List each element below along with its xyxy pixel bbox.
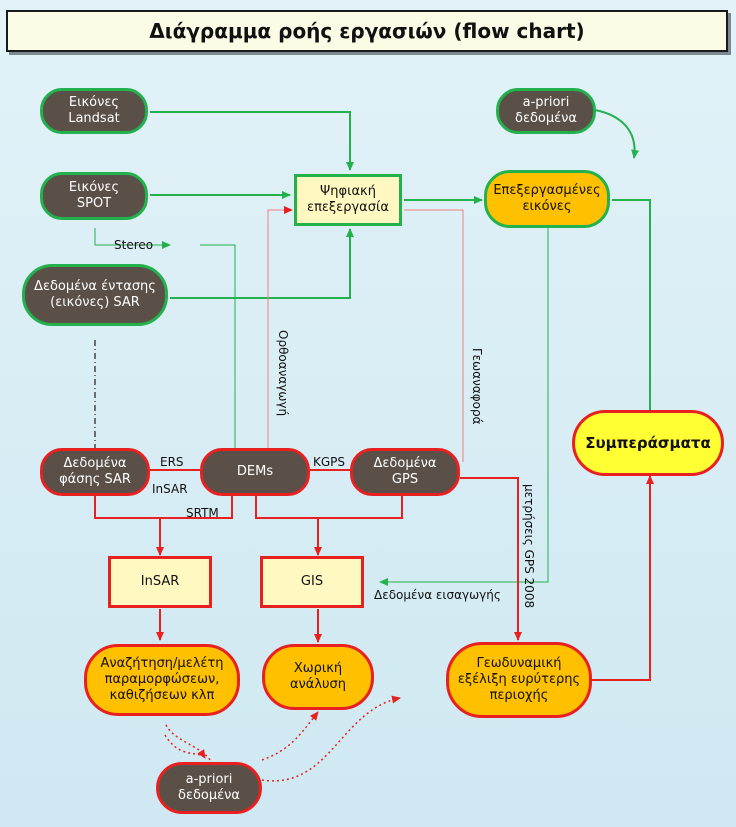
label-georeference: Γεωαναφορά <box>470 348 484 425</box>
stereo-line <box>94 228 171 249</box>
landsat-to-processing <box>150 111 354 171</box>
label-ers: ERS <box>160 455 184 469</box>
processed-to-conclusions <box>612 199 654 421</box>
apriori-to-spatial <box>261 711 319 761</box>
node-dems: DEMs <box>200 448 310 496</box>
deformation-to-apriori <box>164 734 206 759</box>
dems-stereo-branch <box>200 244 236 448</box>
dems-gps-down <box>255 494 403 519</box>
title-banner: Διάγραμμα ροής εργασιών (flow chart) <box>6 10 728 52</box>
node-processed-images: Επεξεργασμένες εικόνες <box>484 170 610 228</box>
label-gps-measurements: μετρήσεις GPS 2008 <box>522 484 536 609</box>
label-kgps: KGPS <box>313 455 346 469</box>
node-spatial: Χωρική ανάλυση <box>262 644 374 710</box>
label-stereo: Stereo <box>114 238 154 252</box>
node-apriori-top: a-priori δεδομένα <box>496 88 596 134</box>
label-insar: InSAR <box>152 482 188 496</box>
label-orthorectification: Ορθοαναγωγή <box>276 330 290 417</box>
node-deformation: Αναζήτηση/μελέτη παραμορφώσεων, καθιζήσε… <box>84 644 240 716</box>
node-sar-phase: Δεδομένα φάσης SAR <box>40 448 150 496</box>
node-landsat: Εικόνες Landsat <box>40 88 148 134</box>
label-srtm: SRTM <box>186 506 219 520</box>
node-insar: InSAR <box>108 556 212 608</box>
phase-down <box>94 494 233 519</box>
processed-to-gis <box>379 228 549 586</box>
sar-intensity-to-processing <box>170 228 354 299</box>
georeference-up <box>404 209 464 326</box>
orthorectification-up <box>267 206 293 326</box>
gps-to-geodynamic <box>460 477 522 641</box>
node-apriori-bottom: a-priori δεδομένα <box>156 762 262 814</box>
node-conclusions: Συμπεράσματα <box>572 410 724 476</box>
apriori-to-geodynamic <box>261 695 401 782</box>
geodynamic-to-conclusions <box>592 475 654 681</box>
node-spot: Εικόνες SPOT <box>40 172 148 220</box>
diagram-title: Διάγραμμα ροής εργασιών (flow chart) <box>149 19 585 43</box>
node-gps: Δεδομένα GPS <box>350 448 460 496</box>
label-input-data: Δεδομένα εισαγωγής <box>374 588 501 602</box>
apriori-to-processed <box>594 109 640 159</box>
node-sar-intensity: Δεδομένα έντασης (εικόνες) SAR <box>22 264 168 326</box>
node-geodynamic: Γεωδυναμική εξέλιξη ευρύτερης περιοχής <box>446 642 592 718</box>
node-gis: GIS <box>260 556 364 608</box>
apriori-to-deformation <box>164 721 211 761</box>
node-digital-processing: Ψηφιακή επεξεργασία <box>294 174 402 226</box>
